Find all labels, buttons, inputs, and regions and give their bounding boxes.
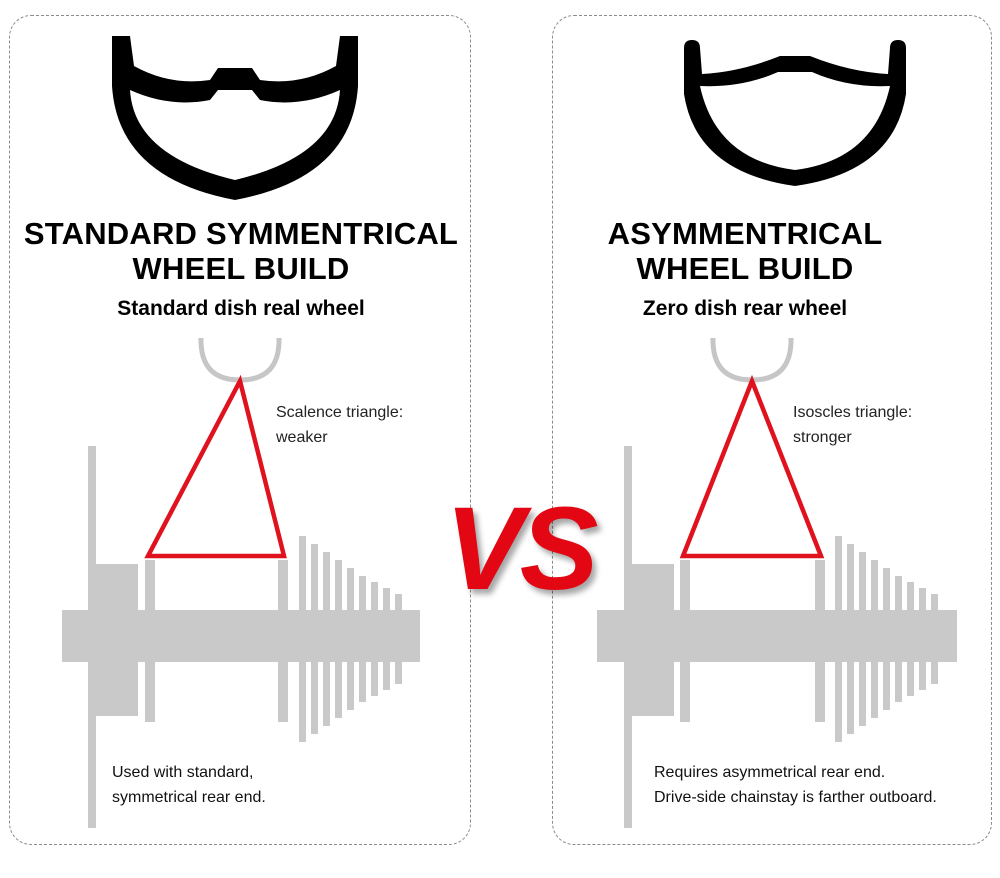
title-line-2: WHEEL BUILD [132, 251, 350, 286]
standard-build-title: STANDARD SYMMENTRICAL WHEEL BUILD [10, 216, 472, 286]
triangle-label: Scalence triangle: weaker [276, 400, 403, 450]
triangle-label-line-1: Isoscles triangle: [793, 404, 913, 421]
asymmetrical-build-panel [552, 15, 992, 845]
note-line-1: Used with standard, [112, 764, 254, 781]
spoke-triangle [679, 374, 825, 559]
note-line-2: symmetrical rear end. [112, 789, 266, 806]
asymmetrical-build-title: ASYMMENTRICAL WHEEL BUILD [552, 216, 938, 286]
title-line-1: ASYMMENTRICAL [607, 216, 883, 251]
cassette [835, 536, 938, 742]
title-line-2: WHEEL BUILD [636, 251, 854, 286]
triangle-label-line-2: stronger [793, 429, 852, 446]
triangle-label: Isoscles triangle: stronger [793, 400, 912, 450]
drive-flange [815, 560, 825, 722]
spoke-triangle [144, 374, 287, 559]
non-drive-flange [145, 560, 155, 722]
rim-arc [198, 337, 282, 383]
non-drive-flange [680, 560, 690, 722]
drive-flange [278, 560, 288, 722]
asymmetrical-build-subtitle: Zero dish rear wheel [642, 297, 848, 320]
asymmetrical-usage-note: Requires asymmetrical rear end. Drive-si… [654, 760, 937, 810]
standard-rim-profile [112, 36, 358, 200]
note-line-1: Requires asymmetrical rear end. [654, 764, 886, 781]
standard-build-subtitle: Standard dish real wheel [117, 297, 365, 320]
versus-label: VS [445, 483, 598, 615]
asymmetrical-hub-diagram [597, 337, 957, 828]
standard-usage-note: Used with standard, symmetrical rear end… [112, 760, 266, 810]
standard-hub-diagram [62, 337, 420, 828]
triangle-label-line-2: weaker [276, 429, 328, 446]
rim-arc [710, 337, 794, 383]
triangle-label-line-1: Scalence triangle: [276, 404, 404, 421]
hub-locknut [632, 564, 674, 716]
hub-locknut [96, 564, 138, 716]
asymmetrical-rim-profile [684, 40, 906, 186]
note-line-2: Drive-side chainstay is farther outboard… [654, 789, 937, 806]
title-line-1: STANDARD SYMMENTRICAL [23, 216, 459, 251]
standard-build-panel [9, 15, 471, 845]
cassette [299, 536, 402, 742]
